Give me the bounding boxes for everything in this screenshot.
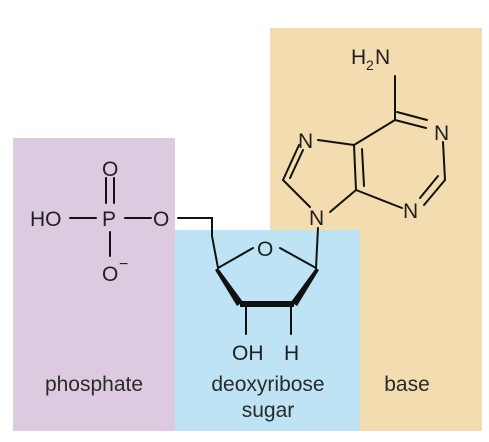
c6-n1-bond xyxy=(394,119,427,129)
sugar-label-line2: sugar xyxy=(242,399,295,422)
amine-h-label: H xyxy=(351,46,366,69)
o-ch2-bond xyxy=(177,217,213,237)
c8-n7-bond xyxy=(282,144,300,181)
phosphate-bottom-oxygen-label: O xyxy=(102,263,118,286)
ring-oxygen-label: O xyxy=(257,238,273,261)
n1-label: N xyxy=(434,122,449,145)
n3-c4-bond xyxy=(355,189,403,209)
hydrogen-label: H xyxy=(284,342,299,365)
c5-c4-double-bond xyxy=(361,148,365,187)
sugar-wedge-left xyxy=(215,268,243,306)
n7-c5-bond xyxy=(317,139,355,146)
phosphate-label: phosphate xyxy=(45,373,143,396)
ho-label: HO xyxy=(30,208,62,231)
sugar-c4-o-bond xyxy=(217,247,254,269)
hydroxyl-label: OH xyxy=(232,342,264,365)
amine-subscript-label: 2 xyxy=(366,57,374,73)
ch2-c4-bond xyxy=(211,235,219,269)
c5-c4-bond xyxy=(353,144,357,191)
sugar-o-c1-bond xyxy=(279,247,317,269)
c6-n1-double-bond xyxy=(396,111,428,121)
n3-label: N xyxy=(403,200,418,223)
n9-c8-bond xyxy=(282,179,311,208)
c4-n9-bond xyxy=(329,189,357,213)
n1-c2-bond xyxy=(442,141,446,181)
n7-label: N xyxy=(298,130,313,153)
phosphate-ester-oxygen-label: O xyxy=(153,208,169,231)
sugar-label-line1: deoxyribose xyxy=(211,373,324,396)
sugar-region xyxy=(175,230,360,431)
c1-n9-bond xyxy=(315,227,319,269)
base-label: base xyxy=(384,373,430,396)
negative-charge-label: − xyxy=(119,256,128,273)
phosphorus-label: P xyxy=(102,208,116,231)
n9-label: N xyxy=(309,207,324,230)
c2-n3-bond xyxy=(423,179,446,206)
phosphate-top-oxygen-label: O xyxy=(102,158,118,181)
c2-n3-double-bond xyxy=(419,175,439,199)
sugar-wedge-right xyxy=(291,268,319,306)
c5-c6-bond xyxy=(353,119,396,146)
amine-n-label: N xyxy=(375,46,390,69)
phosphate-region xyxy=(13,138,175,431)
c8-n7-double-bond xyxy=(289,149,304,179)
